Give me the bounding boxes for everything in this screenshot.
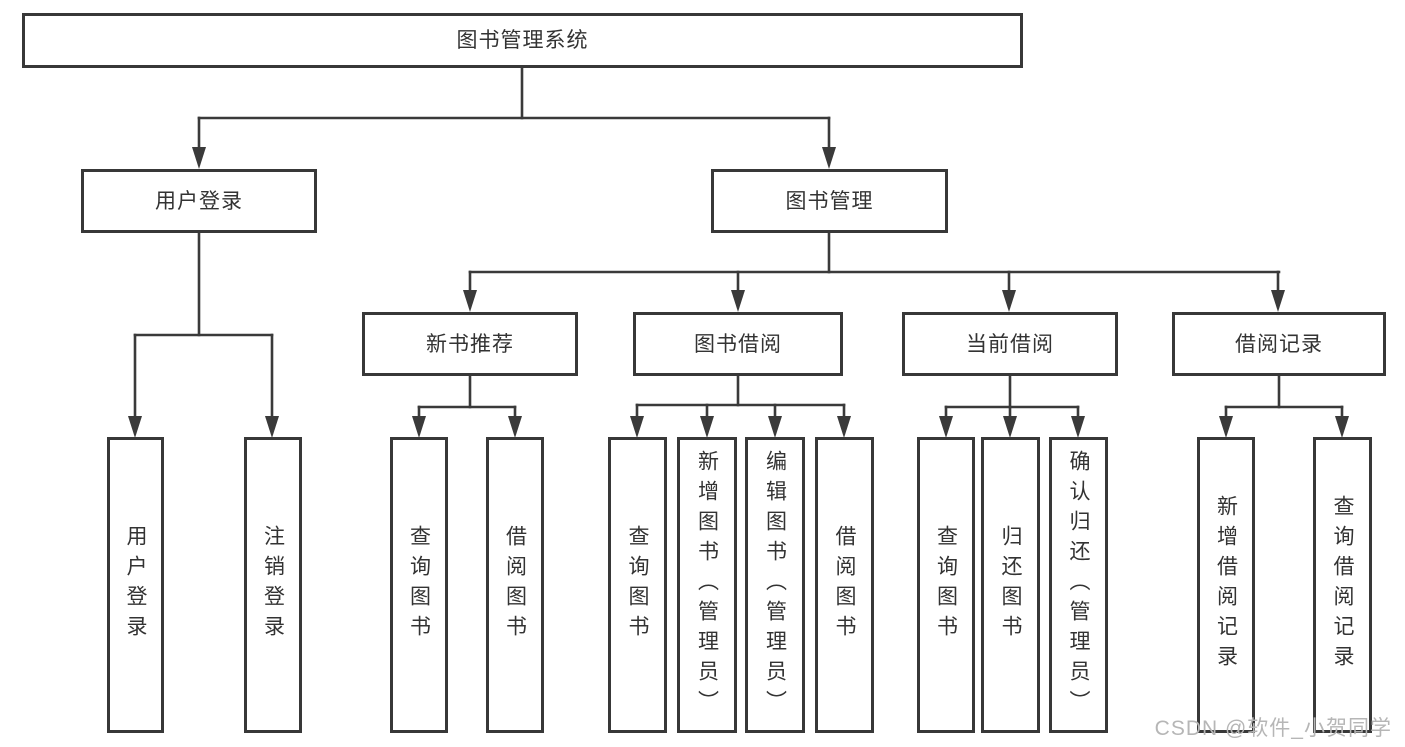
- leaf-borrowing-query-books: 查询图书: [608, 437, 667, 733]
- leaf-borrowing-add-books-admin: 新增图书（管理员）: [677, 437, 737, 733]
- leaf-borrowing-borrow-books: 借阅图书: [815, 437, 874, 733]
- leaf-logout: 注销登录: [244, 437, 302, 733]
- leaf-records-query-borrow-record: 查询借阅记录: [1313, 437, 1372, 733]
- node-borrowing-records: 借阅记录: [1172, 312, 1386, 376]
- leaf-user-login-label: 用户登录: [124, 525, 147, 645]
- leaf-recommend-borrow-books: 借阅图书: [486, 437, 544, 733]
- leaf-recommend-borrow-books-label: 借阅图书: [503, 525, 527, 645]
- leaf-borrowing-query-books-label: 查询图书: [626, 525, 649, 645]
- leaf-borrowing-borrow-books-label: 借阅图书: [833, 525, 856, 645]
- leaf-user-login: 用户登录: [107, 437, 164, 733]
- leaf-current-query-books-label: 查询图书: [934, 525, 958, 645]
- node-library-management-system-label: 图书管理系统: [456, 29, 589, 52]
- leaf-borrowing-edit-books-admin-label: 编辑图书（管理员）: [763, 450, 787, 720]
- node-user-login-label: 用户登录: [155, 189, 243, 213]
- leaf-current-confirm-return-admin-label: 确认归还（管理员）: [1067, 450, 1090, 720]
- leaf-borrowing-edit-books-admin: 编辑图书（管理员）: [745, 437, 805, 733]
- node-library-management-system: 图书管理系统: [22, 13, 1023, 68]
- leaf-recommend-query-books: 查询图书: [390, 437, 448, 733]
- leaf-current-query-books: 查询图书: [917, 437, 975, 733]
- watermark: CSDN @软件_小贺同学: [1154, 717, 1392, 740]
- node-user-login: 用户登录: [81, 169, 317, 233]
- leaf-current-confirm-return-admin: 确认归还（管理员）: [1049, 437, 1108, 733]
- leaf-borrowing-add-books-admin-label: 新增图书（管理员）: [695, 450, 719, 720]
- node-book-borrowing: 图书借阅: [633, 312, 843, 376]
- leaf-current-return-books-label: 归还图书: [999, 525, 1022, 645]
- node-current-borrowing: 当前借阅: [902, 312, 1118, 376]
- node-new-book-recommendation: 新书推荐: [362, 312, 578, 376]
- node-new-book-recommendation-label: 新书推荐: [426, 332, 514, 356]
- node-book-management-label: 图书管理: [785, 189, 874, 213]
- leaf-current-return-books: 归还图书: [981, 437, 1040, 733]
- leaf-records-add-borrow-record-label: 新增借阅记录: [1214, 495, 1238, 675]
- leaf-recommend-query-books-label: 查询图书: [407, 525, 431, 645]
- node-book-management: 图书管理: [711, 169, 948, 233]
- node-book-borrowing-label: 图书借阅: [694, 332, 782, 356]
- leaf-records-add-borrow-record: 新增借阅记录: [1197, 437, 1255, 733]
- leaf-records-query-borrow-record-label: 查询借阅记录: [1331, 495, 1354, 675]
- node-current-borrowing-label: 当前借阅: [966, 332, 1054, 356]
- node-borrowing-records-label: 借阅记录: [1235, 332, 1323, 356]
- leaf-logout-label: 注销登录: [261, 525, 285, 645]
